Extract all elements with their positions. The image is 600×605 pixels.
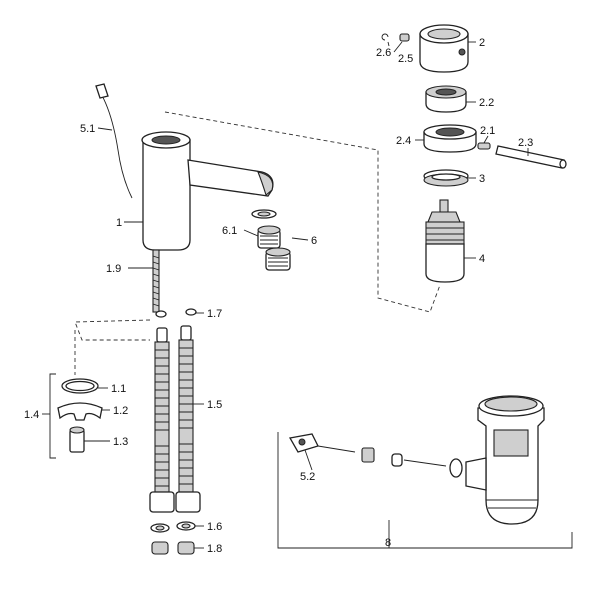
label-1-1: 1.1	[111, 383, 126, 395]
assembly-guide-lines	[74, 111, 441, 375]
popup-rod	[95, 83, 133, 199]
locking-nut	[423, 124, 477, 153]
label-2-1: 2.1	[480, 125, 495, 137]
handle-cap	[419, 24, 469, 73]
faucet-body	[141, 131, 274, 251]
label-5-1: 5.1	[80, 123, 95, 135]
label-1-8: 1.8	[207, 543, 222, 555]
seal-ring	[423, 169, 469, 187]
fixing-kit	[57, 378, 103, 453]
label-6: 6	[311, 235, 317, 247]
label-4: 4	[479, 253, 485, 265]
label-1-6: 1.6	[207, 521, 222, 533]
label-1-7: 1.7	[207, 308, 222, 320]
label-5-2: 5.2	[300, 471, 315, 483]
supply-hose-left	[149, 327, 175, 513]
label-2: 2	[479, 37, 485, 49]
supply-hose-right	[175, 325, 201, 513]
label-1-2: 1.2	[113, 405, 128, 417]
set-screw-small	[381, 33, 410, 42]
label-1-3: 1.3	[113, 436, 128, 448]
label-3: 3	[479, 173, 485, 185]
leader-lines	[42, 41, 529, 549]
label-2-6: 2.6	[376, 47, 391, 59]
pin-rod	[495, 145, 567, 169]
bottom-washers	[150, 521, 196, 555]
cartridge	[425, 199, 465, 283]
label-2-4: 2.4	[396, 135, 411, 147]
label-1-9: 1.9	[106, 263, 121, 275]
part-labels: 5.1 1 1.9 1.7 1.1 1.2 1.3 1.4 1.5 1.6 1.…	[24, 37, 533, 555]
popup-waste	[288, 395, 545, 525]
washer-top	[155, 308, 197, 318]
bracket-8	[277, 432, 573, 549]
label-2-5: 2.5	[398, 53, 413, 65]
grub-screw	[477, 142, 491, 150]
label-1-4: 1.4	[24, 409, 39, 421]
bracket-1-4	[49, 373, 56, 459]
adapter-ring	[425, 85, 467, 113]
label-8: 8	[385, 537, 391, 549]
label-1-5: 1.5	[207, 399, 222, 411]
aerator-set	[251, 209, 291, 271]
threaded-rod	[152, 249, 160, 313]
label-2-2: 2.2	[479, 97, 494, 109]
label-2-3: 2.3	[518, 137, 533, 149]
label-6-1: 6.1	[222, 225, 237, 237]
label-1: 1	[116, 217, 122, 229]
